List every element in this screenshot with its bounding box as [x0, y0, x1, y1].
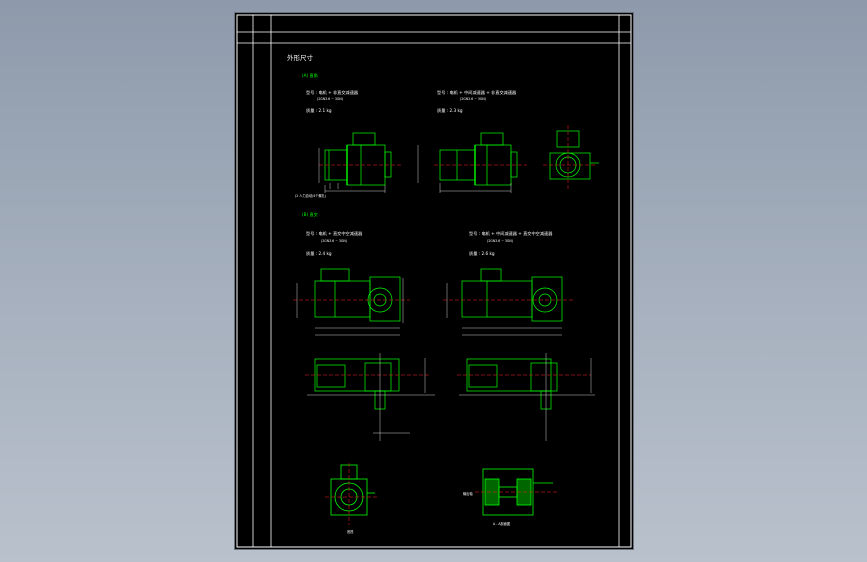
drawing-heading: 外形尺寸 [287, 53, 314, 62]
view1-dimensions [318, 148, 386, 193]
view2-motor-drawing [439, 132, 518, 186]
view1-caption: (2 人力自动/4个螺孔) [295, 193, 326, 198]
view1-title: 型号 : 电机 + 非直交减速器 [306, 89, 359, 96]
view6-dimensions [459, 353, 595, 441]
view3-title: 型号 : 电机 + 直交中空减速器 [306, 230, 363, 237]
view2-dimensions [417, 145, 512, 193]
bottom-front-view [330, 464, 375, 516]
section-a-label: (A) 直角 [302, 72, 318, 79]
drawing-sheet[interactable]: 外形尺寸 (A) 直角 (B) 直交 型号 : 电机 + 非直交减速器 (2GN… [235, 13, 633, 549]
view3-subtitle: (2GN3.6 ~ 3GN) [321, 239, 347, 243]
view4-title: 型号 : 电机 + 中间减速器 + 直交中空减速器 [469, 230, 553, 237]
view4-weight: 质量 : 2.6 kg [469, 250, 495, 257]
view2-weight: 质量 : 2.3 kg [437, 107, 463, 114]
sheet-border [236, 14, 632, 548]
view3-gearmotor-drawing [314, 268, 401, 322]
bottom-right-caption: A - A剖面图 [493, 521, 510, 526]
bottom-left-caption: 底视 [347, 529, 354, 534]
view5-dimensions [307, 353, 435, 441]
view6-side-drawing [466, 358, 558, 410]
view5-side-drawing [314, 358, 400, 410]
view2-subtitle: (2GN3.6 ~ 3GN) [460, 97, 486, 101]
view1-motor-drawing [324, 132, 392, 186]
section-output-label: 输出轴 [463, 491, 473, 496]
view4-dimensions [446, 283, 562, 336]
view2-title: 型号 : 电机 + 中间减速器 + 非直交减速器 [437, 89, 517, 96]
view3-dimensions [296, 278, 404, 336]
view4-gearmotor-drawing [461, 268, 563, 322]
view1-subtitle: (2GN3.6 ~ 3GN) [317, 97, 343, 101]
view3-weight: 质量 : 2.4 kg [306, 250, 332, 257]
view4-subtitle: (2GN3.6 ~ 3GN) [487, 239, 513, 243]
drawing-canvas: 外形尺寸 (A) 直角 (B) 直交 型号 : 电机 + 非直交减速器 (2GN… [236, 14, 632, 548]
view2-end-view [549, 130, 599, 180]
view1-weight: 质量 : 2.1 kg [306, 107, 332, 114]
section-b-label: (B) 直交 [302, 211, 318, 218]
